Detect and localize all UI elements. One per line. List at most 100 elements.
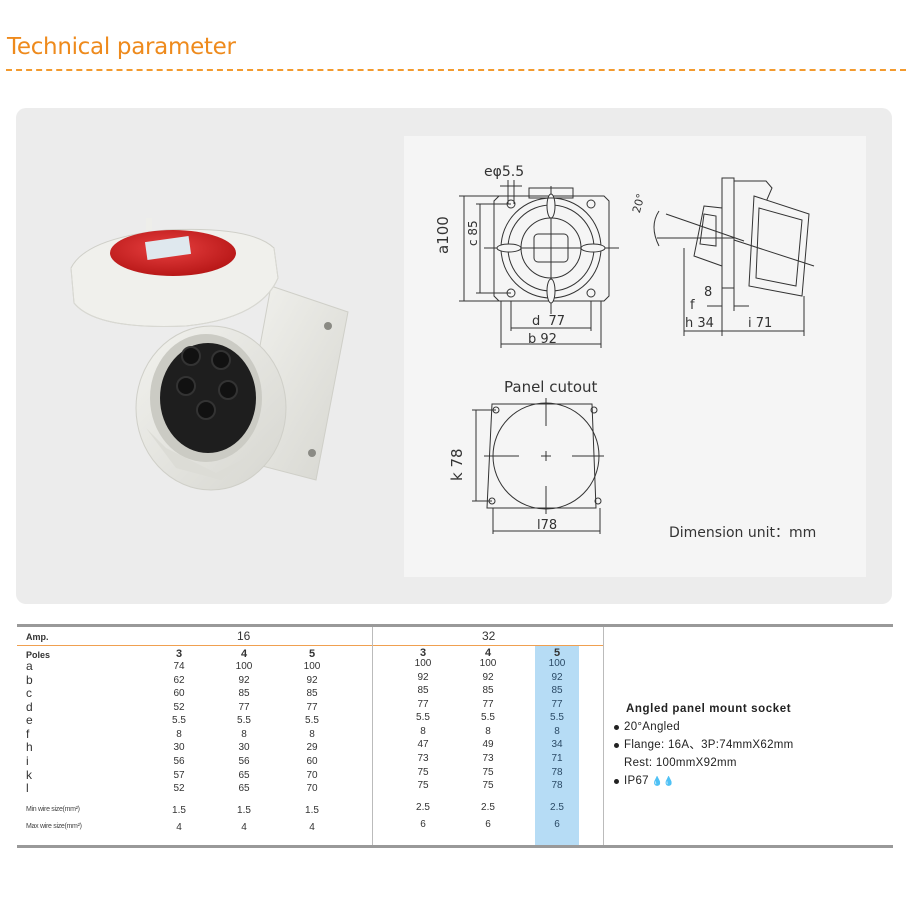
table-cell: 5.5	[416, 712, 430, 723]
dim-l-label: l78	[537, 518, 558, 533]
table-cell: 77	[551, 699, 563, 710]
feature-item: Flange: 16A、3P:74mmX62mm	[611, 736, 794, 754]
dim-i-label: i 71	[748, 316, 773, 331]
pole-header: 5	[553, 647, 561, 659]
table-cell: 100	[235, 661, 253, 672]
table-cell: 65	[238, 770, 250, 781]
feature-item: IP67💧💧	[611, 772, 794, 790]
table-cell: 71	[551, 753, 563, 764]
table-cell: 77	[482, 699, 494, 710]
table-cell: 30	[238, 742, 250, 753]
table-cell: 5.5	[481, 712, 495, 723]
table-cell: 1.5	[172, 805, 186, 816]
table-cell: 75	[482, 780, 494, 791]
table-cell: 74	[173, 661, 185, 672]
dim-b-label: b 92	[528, 332, 557, 347]
table-cell: 92	[482, 672, 494, 683]
title-divider	[6, 69, 906, 71]
features-list: Angled panel mount socket 20°Angled Flan…	[611, 700, 794, 790]
table-top-border	[17, 624, 893, 627]
table-cell: 34	[551, 739, 563, 750]
row-label: c	[26, 686, 32, 700]
water-drops-icon: 💧💧	[651, 776, 675, 786]
bullet-icon	[614, 778, 619, 784]
table-cell: 8	[241, 729, 247, 740]
table-cell: 100	[303, 661, 321, 672]
header-divider	[17, 645, 603, 646]
table-cell: 8	[309, 729, 315, 740]
features-divider	[603, 627, 604, 845]
table-cell: 70	[306, 783, 318, 794]
table-cell: 6	[420, 819, 426, 830]
row-label: b	[26, 673, 33, 687]
table-cell: 2.5	[550, 802, 564, 813]
table-cell: 60	[173, 688, 185, 699]
side-view	[653, 177, 815, 336]
row-label: i	[26, 754, 29, 768]
dim-d-label: d 77	[532, 314, 566, 329]
table-cell: 5.5	[172, 715, 186, 726]
table-cell: 56	[238, 756, 250, 767]
table-cell: 85	[551, 685, 563, 696]
table-cell: 6	[554, 819, 560, 830]
table-cell: 4	[309, 822, 315, 833]
table-cell: 85	[482, 685, 494, 696]
page-title: Technical parameter	[7, 34, 236, 60]
table-cell: 56	[173, 756, 185, 767]
table-cell: 92	[551, 672, 563, 683]
bullet-icon	[614, 724, 619, 730]
dimension-unit-label: Dimension unit：mm	[669, 525, 817, 541]
table-cell: 8	[554, 726, 560, 737]
table-bottom-border	[17, 845, 893, 848]
group-divider	[372, 627, 373, 845]
dim-h-label: h 34	[685, 316, 714, 331]
dim-k-label: k 78	[448, 448, 466, 481]
pole-header: 3	[419, 647, 427, 659]
table-cell: 77	[238, 702, 250, 713]
row-label: l	[26, 781, 29, 795]
dim-c-label: c 85	[466, 220, 480, 246]
amp-label: Amp.	[26, 632, 49, 642]
table-cell: 70	[306, 770, 318, 781]
table-cell: 8	[420, 726, 426, 737]
product-panel: eφ5.5 a100 c 85 d 77 b 92 20° f 8 h 34 i…	[16, 108, 892, 604]
table-cell: 78	[551, 767, 563, 778]
table-cell: 8	[176, 729, 182, 740]
feature-item: Rest: 100mmX92mm	[624, 757, 737, 769]
table-cell: 5.5	[237, 715, 251, 726]
table-cell: 2.5	[416, 802, 430, 813]
pole-header: 3	[175, 648, 183, 660]
table-cell: 65	[238, 783, 250, 794]
table-cell: 75	[417, 780, 429, 791]
row-label: e	[26, 713, 33, 727]
poles-label: Poles	[26, 650, 51, 660]
pole-header: 4	[484, 647, 492, 659]
row-label: Max wire size(mm²)	[26, 823, 82, 830]
bullet-icon	[614, 742, 619, 748]
pole-header: 5	[308, 648, 316, 660]
table-cell: 8	[485, 726, 491, 737]
technical-drawing	[459, 177, 815, 534]
table-cell: 100	[548, 658, 566, 669]
table-cell: 5.5	[305, 715, 319, 726]
dim-a-label: a100	[434, 216, 452, 254]
row-label: h	[26, 740, 33, 754]
row-label: f	[26, 727, 30, 741]
table-cell: 60	[306, 756, 318, 767]
row-label: Min wire size(mm²)	[26, 806, 80, 813]
table-cell: 85	[238, 688, 250, 699]
features-title: Angled panel mount socket	[626, 703, 792, 715]
table-cell: 73	[417, 753, 429, 764]
amp-16: 16	[237, 629, 251, 643]
table-cell: 92	[238, 675, 250, 686]
table-cell: 4	[241, 822, 247, 833]
table-cell: 2.5	[481, 802, 495, 813]
table-cell: 62	[173, 675, 185, 686]
panel-cutout-title: Panel cutout	[504, 378, 598, 396]
dim-f-label: f	[690, 298, 695, 313]
table-cell: 77	[417, 699, 429, 710]
table-cell: 92	[306, 675, 318, 686]
table-cell: 57	[173, 770, 185, 781]
table-cell: 78	[551, 780, 563, 791]
